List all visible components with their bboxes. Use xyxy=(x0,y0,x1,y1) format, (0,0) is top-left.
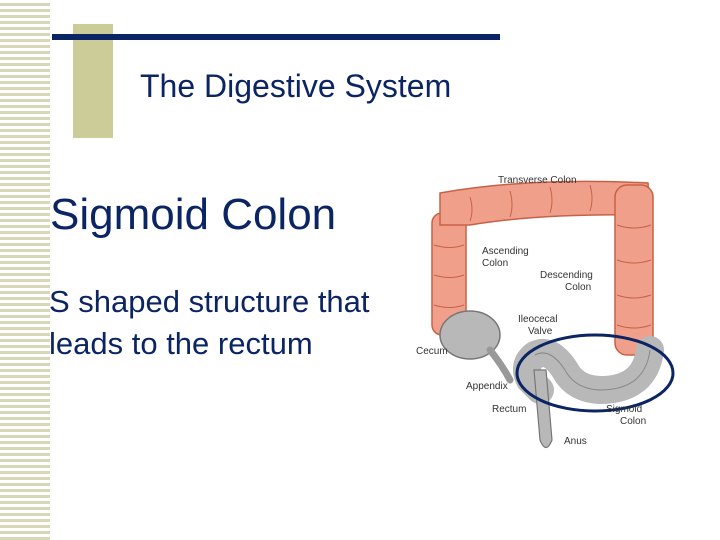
label-sigmoid-colon: Sigmoid xyxy=(606,404,642,415)
label-rectum: Rectum xyxy=(492,404,526,415)
decorative-stripe-bar xyxy=(0,0,50,540)
label-ascending-colon: Ascending xyxy=(482,246,529,257)
colon-diagram: Transverse Colon Ascending Colon Descend… xyxy=(416,175,675,449)
label-cecum: Cecum xyxy=(416,346,448,357)
descending-colon xyxy=(614,184,654,356)
highlight-ring xyxy=(515,333,675,413)
label-transverse-colon: Transverse Colon xyxy=(498,175,577,186)
appendix xyxy=(486,346,514,384)
label-anus: Anus xyxy=(564,436,587,447)
label-descending-colon-2: Colon xyxy=(565,282,591,293)
label-appendix: Appendix xyxy=(466,381,508,392)
label-ileocecal-valve-2: Valve xyxy=(528,326,553,337)
label-ascending-colon-2: Colon xyxy=(482,258,508,269)
label-ileocecal-valve: Ileocecal xyxy=(518,314,557,325)
title-accent-block xyxy=(73,24,113,138)
title-rule xyxy=(52,34,500,40)
section-heading: Sigmoid Colon xyxy=(50,190,337,239)
body-text: S shaped structure that leads to the rec… xyxy=(49,284,370,361)
cecum xyxy=(439,310,501,360)
lower-tract xyxy=(439,310,664,449)
colon-illustration xyxy=(431,180,654,356)
label-sigmoid-colon-2: Colon xyxy=(620,416,646,427)
label-descending-colon: Descending xyxy=(540,270,593,281)
rectum xyxy=(533,369,553,449)
slide-title: The Digestive System xyxy=(140,68,452,104)
